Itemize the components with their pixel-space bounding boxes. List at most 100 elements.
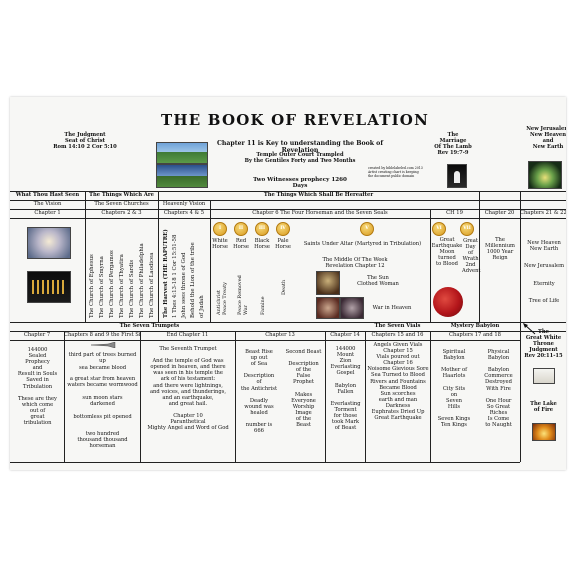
blood-moon xyxy=(433,287,463,317)
lake-of-fire-text: The Lake of Fire xyxy=(530,401,557,414)
second-beast-text: Second Beast Description of the False Pr… xyxy=(285,349,322,429)
chapter-20: Chapter 20 xyxy=(484,210,515,216)
sixth-seal-text: Great Earthquake Moon turned to Blood xyxy=(431,237,463,268)
seal-2: II xyxy=(234,222,248,236)
church-thyatira: The Church of Thyatira xyxy=(119,254,125,318)
churches-list: The Church of Ephesus The Church of Smyr… xyxy=(87,220,157,320)
rule xyxy=(10,218,566,219)
trumpet-6: two hundred thousand thousand horseman xyxy=(77,431,128,450)
physical-babylon-text: Physical Babylon Babylon Commerce Destro… xyxy=(484,349,513,429)
sub-vision: The Vision xyxy=(33,201,62,207)
col-divider xyxy=(210,200,211,322)
beast-from-sea-text: Beast Rise up out of Sea Description of … xyxy=(240,349,278,435)
middle-of-week: The Middle Of The Week Revelation Chapte… xyxy=(322,257,388,270)
header-chapters-17-18: Chapters 17 and 18 xyxy=(449,332,501,338)
sub-heavenly: Heavenly Vision xyxy=(162,201,206,207)
col-divider xyxy=(430,209,431,322)
header-chapter-13: Chapter 13 xyxy=(265,332,295,338)
col-divider xyxy=(64,331,65,462)
header-chapter-7: Chapter 7 xyxy=(23,332,51,338)
seal-4: IV xyxy=(276,222,290,236)
chapter-1: Chapter 1 xyxy=(34,210,61,216)
col-divider xyxy=(140,331,141,462)
war-heaven-image-2 xyxy=(340,297,364,319)
rule xyxy=(10,462,520,463)
header-end-chapter-11: End Chapter 11 xyxy=(166,332,209,338)
col-divider xyxy=(430,331,431,462)
antichrist-peace-treaty: Antichrist Peace Treaty xyxy=(216,282,228,315)
header-chapters-8-9: Chapters 8 and 9 the First Six xyxy=(64,332,140,338)
millennium-text: The Millennium 1000 Year Reign xyxy=(485,237,515,262)
seventh-seal-text: Great Day of Wrath 2nd Advent xyxy=(462,238,481,275)
church-pergamos: The Church of Pergamos xyxy=(109,250,115,318)
rapture-line-5: of Judah xyxy=(199,295,205,318)
seven-vials-text: Angels Given Vials Chapter 15 Vials pour… xyxy=(367,342,429,422)
rule xyxy=(10,191,566,192)
church-philadelphia: The Church of Philadelphia xyxy=(139,243,145,318)
col-divider xyxy=(365,331,366,462)
church-ephesus: The Church of Ephesus xyxy=(89,254,95,318)
rule xyxy=(10,200,566,201)
arrow-icon xyxy=(523,323,536,335)
judgment-seat-image xyxy=(156,142,208,164)
church-smyrna: The Church of Smyrna xyxy=(99,256,105,318)
new-heaven-earth: New Heaven New Earth xyxy=(527,240,561,253)
rapture-block: The Harvest (THE RAPUTRE) 1 Thes 4:13-18… xyxy=(160,220,210,320)
trumpet-icon xyxy=(90,342,116,348)
peace-removed-war: Peace Removed War xyxy=(237,275,249,315)
seal-3: III xyxy=(255,222,269,236)
col-divider xyxy=(479,191,480,322)
chart-title: THE BOOK OF REVELATION xyxy=(161,111,429,129)
trumpet-5: bottomless pit opened xyxy=(73,414,132,420)
trumpet-3: a great star from heaven waters became w… xyxy=(67,376,138,389)
credit-text: created by biblelabeled.com 2013 Artist … xyxy=(368,166,423,178)
header-chapter-14: Chapter 14 xyxy=(330,332,360,338)
col-divider xyxy=(520,322,521,462)
war-heaven-image-1 xyxy=(316,297,340,319)
revelation-chart: THE BOOK OF REVELATION The Judgment Seat… xyxy=(10,97,566,470)
header-seven-vials: The Seven Vials xyxy=(374,323,421,329)
marriage-lamb-label: The Marriage Of The Lamb Rev 19:7-9 xyxy=(434,132,472,157)
spiritual-babylon-text: Spiritual Babylon Mother of Haarlots Cit… xyxy=(437,349,471,429)
new-jerusalem-item: New Jerusalem xyxy=(523,263,565,269)
header-chapters-15-16: Chapters 15 and 16 xyxy=(371,332,424,338)
section-shall-be: The Things Which Shall Be Hereafter xyxy=(263,192,374,198)
white-throne-text: The Great White Throne Judgment Rev 20:1… xyxy=(524,329,563,360)
red-horse: Red Horse xyxy=(233,238,249,251)
death: Death xyxy=(281,279,287,295)
rule xyxy=(10,322,566,323)
two-witnesses-text: Two Witnesses prophecy 1260 Days xyxy=(253,177,347,190)
black-horse: Black Horse xyxy=(254,238,270,251)
vision-image xyxy=(27,227,71,259)
tree-of-life-item: Tree of Life xyxy=(528,298,560,304)
trumpet-4: sun moon stars darkened xyxy=(82,395,123,408)
candlesticks-image xyxy=(27,271,71,303)
seventh-trumpet-text: The Seventh Trumpet And the temple of Go… xyxy=(147,346,229,432)
new-jerusalem-label: New Jerusalem New Heaven and New Earth xyxy=(526,126,566,151)
rule xyxy=(10,340,520,341)
trumpet-1: third part of trees burned up xyxy=(68,352,137,365)
church-image xyxy=(156,164,208,188)
new-jerusalem-image xyxy=(528,161,562,189)
war-in-heaven: War in Heaven xyxy=(372,305,412,311)
fifth-seal-text: Saints Under Altar (Martyred in Tribulat… xyxy=(303,241,422,247)
section-seen: What Thou Hast Seen xyxy=(15,192,80,198)
col-divider xyxy=(325,331,326,462)
white-throne-image xyxy=(533,368,555,384)
chapters-4-5: Chapters 4 & 5 xyxy=(163,210,205,216)
col-divider xyxy=(158,191,159,322)
judgment-seat-label: The Judgment Seat of Christ Rom 14:10 2 … xyxy=(53,132,117,151)
header-seven-trumpets: The Seven Trumpets xyxy=(119,323,180,329)
chapter-7-text: 144000 Sealed Prophecy and Result in Sou… xyxy=(17,347,58,427)
chapter-19: CH 19 xyxy=(446,210,463,216)
col-divider xyxy=(235,331,236,462)
temple-court-text: Temple Outer Court Trampled By the Genti… xyxy=(244,152,356,165)
famine: Famine xyxy=(260,296,266,315)
rapture-line-4: Behold the Lion of the tribe xyxy=(190,242,196,318)
rapture-line-3: John sees throne of God xyxy=(181,252,187,318)
seal-1: I xyxy=(213,222,227,236)
sun-woman-image xyxy=(316,271,340,295)
seal-5: V xyxy=(360,222,374,236)
eternity-item: Eternity xyxy=(533,281,555,287)
rule xyxy=(10,331,566,332)
